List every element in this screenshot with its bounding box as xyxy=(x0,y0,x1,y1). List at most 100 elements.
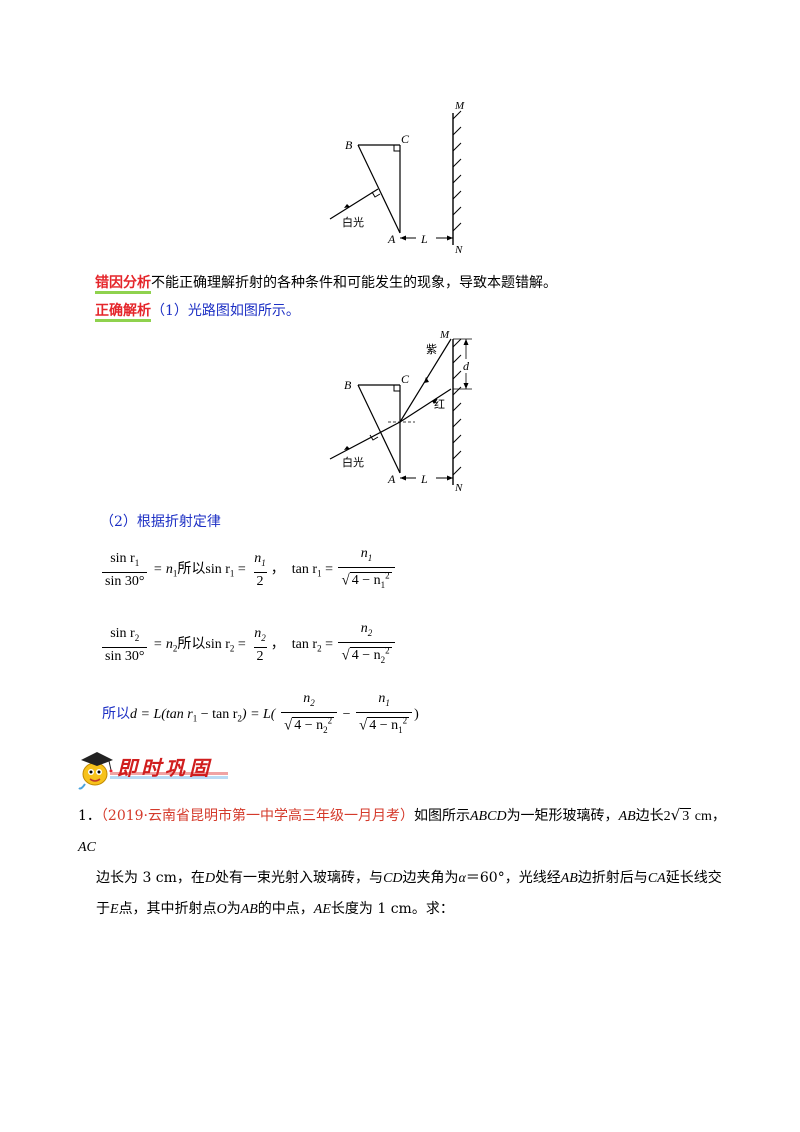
n-text: n xyxy=(360,546,368,561)
n-text: n xyxy=(254,550,262,566)
eq-n-text: = n xyxy=(152,561,173,577)
frac-n1-over-2: n1 2 xyxy=(251,550,269,590)
var-cd: CD xyxy=(383,871,403,886)
frac-n1-sqrt: n1 √4 − n12 xyxy=(356,690,413,739)
frac-n2-sqrt: n2 √4 − n22 xyxy=(280,690,338,739)
sin-r-text: sin r xyxy=(110,625,135,641)
tan-r-text: tan r xyxy=(291,636,318,652)
four-minus-text: 4 − n xyxy=(369,718,399,734)
fig2-label-l: L xyxy=(420,472,428,486)
figure-2: B C A M N L d 白光 紫 红 xyxy=(329,329,472,493)
sin30-text: sin 30° xyxy=(102,646,148,665)
fig2-label-d: d xyxy=(463,359,470,373)
correct-analysis-line: 正确解析（1）光路图如图所示。 xyxy=(95,301,300,322)
fig2-label-purple: 紫 xyxy=(426,343,437,356)
step-1-text: （1）光路图如图所示。 xyxy=(151,303,300,319)
sub: 2 xyxy=(380,655,386,666)
error-analysis-text: 不能正确理解折射的各种条件和可能发生的现象，导致本题错解。 xyxy=(151,275,557,291)
sub: 2 xyxy=(310,697,315,708)
problem-line-1: 1．（2019·云南省昆明市第一中学高三年级一月月考）如图所示ABCD为一矩形玻… xyxy=(78,800,728,863)
text: 如图所示 xyxy=(414,808,470,824)
four-minus-text: 4 − n xyxy=(294,718,324,734)
sub: 2 xyxy=(237,713,242,724)
var-abcd: ABCD xyxy=(470,809,507,824)
sub: 1 xyxy=(367,552,373,563)
close-text: ) xyxy=(414,706,419,722)
fig2-label-white-light: 白光 xyxy=(342,455,364,469)
fig1-label-b: B xyxy=(345,138,353,152)
fig2-label-a: A xyxy=(387,472,396,486)
fig2-label-b: B xyxy=(344,378,352,392)
figure-1: B C A M N L 白光 xyxy=(329,100,465,255)
sub: 1 xyxy=(172,568,178,579)
sup: 2 xyxy=(327,715,333,726)
sub: 1 xyxy=(317,568,322,579)
var-ae: AE xyxy=(313,902,331,917)
d-expr-text: d = L(tan r xyxy=(130,706,193,722)
so-text: 所以 xyxy=(102,705,130,722)
var-ab: AB xyxy=(240,902,258,917)
sub: 2 xyxy=(317,643,322,654)
frac-sin-r1-over-sin30: sin r1 sin 30° xyxy=(102,550,148,590)
sub: 1 xyxy=(192,713,198,724)
text: 于 xyxy=(96,901,110,917)
sub: 1 xyxy=(229,568,235,579)
problem-number: 1． xyxy=(78,808,101,824)
mascot-icon xyxy=(78,752,113,790)
fig2-label-red: 红 xyxy=(434,398,445,411)
text: ＝60°，光线经 xyxy=(465,870,561,886)
sqrt-icon: √ xyxy=(283,717,293,734)
fig2-label-n: N xyxy=(454,482,463,493)
so-text: 所以 xyxy=(177,635,206,652)
two-text: 2 xyxy=(253,571,267,590)
var-d: D xyxy=(204,871,216,886)
sub: 2 xyxy=(367,627,373,638)
num-two: 2 xyxy=(663,809,671,824)
n-text: n xyxy=(303,691,311,706)
sub: 1 xyxy=(261,557,266,568)
var-ac: AC xyxy=(78,840,96,855)
sup: 2 xyxy=(402,715,408,726)
n-text: n xyxy=(378,691,386,706)
four-minus-text: 4 − n xyxy=(351,573,381,589)
four-minus-text: 4 − n xyxy=(351,648,381,664)
fig1-label-c: C xyxy=(401,132,410,146)
sub: 1 xyxy=(385,697,390,708)
n-text: n xyxy=(254,625,262,641)
formula-2: sin r2 sin 30° = n2所以sin r2 = n2 2 ， tan… xyxy=(100,620,397,669)
sqrt-icon: √ xyxy=(670,806,681,824)
var-o: O xyxy=(216,902,227,917)
sub: 2 xyxy=(134,632,140,643)
minus-tan-text: − tan r xyxy=(197,706,238,722)
sqrt-icon: √ xyxy=(359,717,368,734)
sin30-text: sin 30° xyxy=(102,571,148,590)
text: 边夹角为 xyxy=(402,870,459,886)
frac-n2-over-2: n2 2 xyxy=(251,625,269,665)
text: 边长为 3 cm，在 xyxy=(96,870,205,886)
sin-r-text: sin r xyxy=(205,561,230,577)
fig1-label-white-light: 白光 xyxy=(342,215,364,229)
step-2-text: （2）根据折射定律 xyxy=(100,514,221,530)
correct-analysis-tag: 正确解析 xyxy=(95,303,151,322)
comma: ， xyxy=(270,561,285,577)
var-alpha: α xyxy=(458,871,466,886)
so-text: 所以 xyxy=(177,560,206,577)
eq-n-text: = n xyxy=(152,636,173,652)
text: cm， xyxy=(691,809,726,824)
text: 延长线交 xyxy=(665,870,722,886)
error-analysis-line: 错因分析不能正确理解折射的各种条件和可能发生的现象，导致本题错解。 xyxy=(95,273,557,294)
fig2-label-m: M xyxy=(439,329,450,341)
var-e: E xyxy=(110,902,119,917)
sup: 2 xyxy=(385,570,390,581)
formula-3: 所以d = L(tan r1 − tan r2) = L( n2 √4 − n2… xyxy=(102,690,419,739)
sub: 2 xyxy=(229,643,235,654)
text: 点，其中折射点 xyxy=(118,901,217,917)
var-ab: AB xyxy=(560,871,578,886)
frac-n1-over-sqrt: n1 √4 − n12 xyxy=(338,545,395,594)
formula-1: sin r1 sin 30° = n1所以sin r1 = n1 2 ， tan… xyxy=(100,545,397,594)
sub: 2 xyxy=(172,643,178,654)
comma: ， xyxy=(270,636,285,652)
problem-1: 1．（2019·云南省昆明市第一中学高三年级一月月考）如图所示ABCD为一矩形玻… xyxy=(78,800,728,925)
fig2-label-c: C xyxy=(401,372,410,386)
sqrt-icon: √ xyxy=(341,647,350,664)
